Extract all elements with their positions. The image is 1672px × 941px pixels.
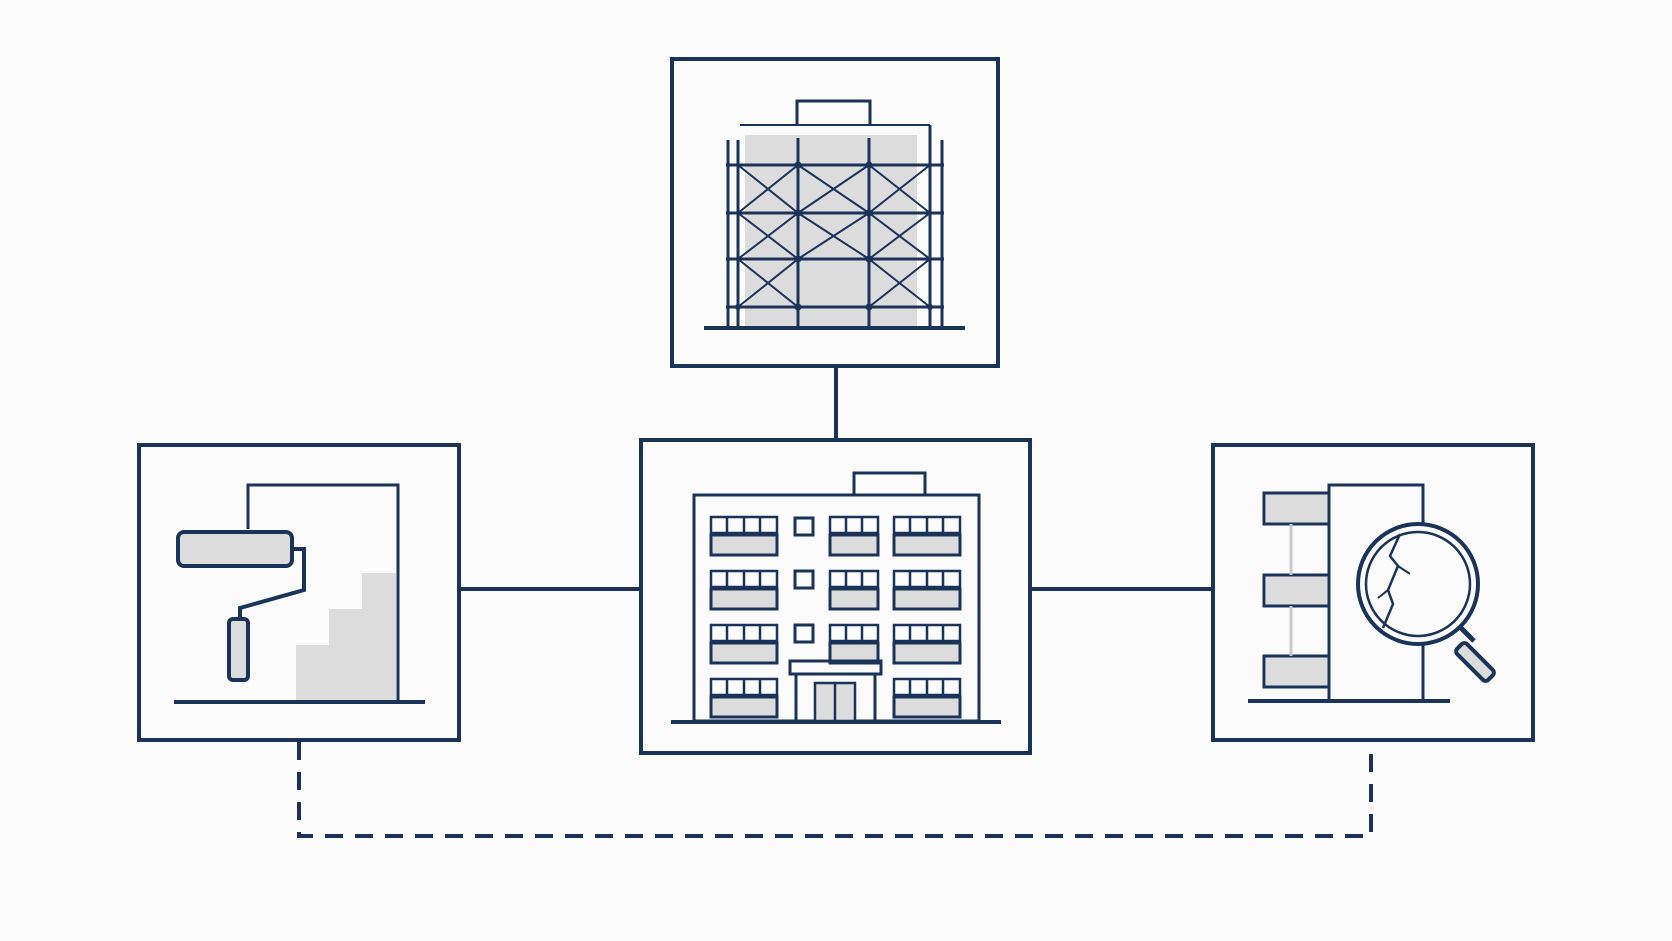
node-building[interactable]	[639, 438, 1032, 755]
node-scaffolding[interactable]	[670, 57, 1000, 368]
paint-roller-icon	[174, 483, 425, 704]
scaffolded-building-icon	[704, 99, 965, 330]
connector-painting-inspection-dashed	[297, 742, 1373, 838]
node-inspection[interactable]	[1211, 443, 1535, 742]
node-painting[interactable]	[137, 443, 461, 742]
apartment-building-icon	[671, 471, 1001, 724]
crack-inspection-magnifier-icon	[1248, 483, 1496, 703]
